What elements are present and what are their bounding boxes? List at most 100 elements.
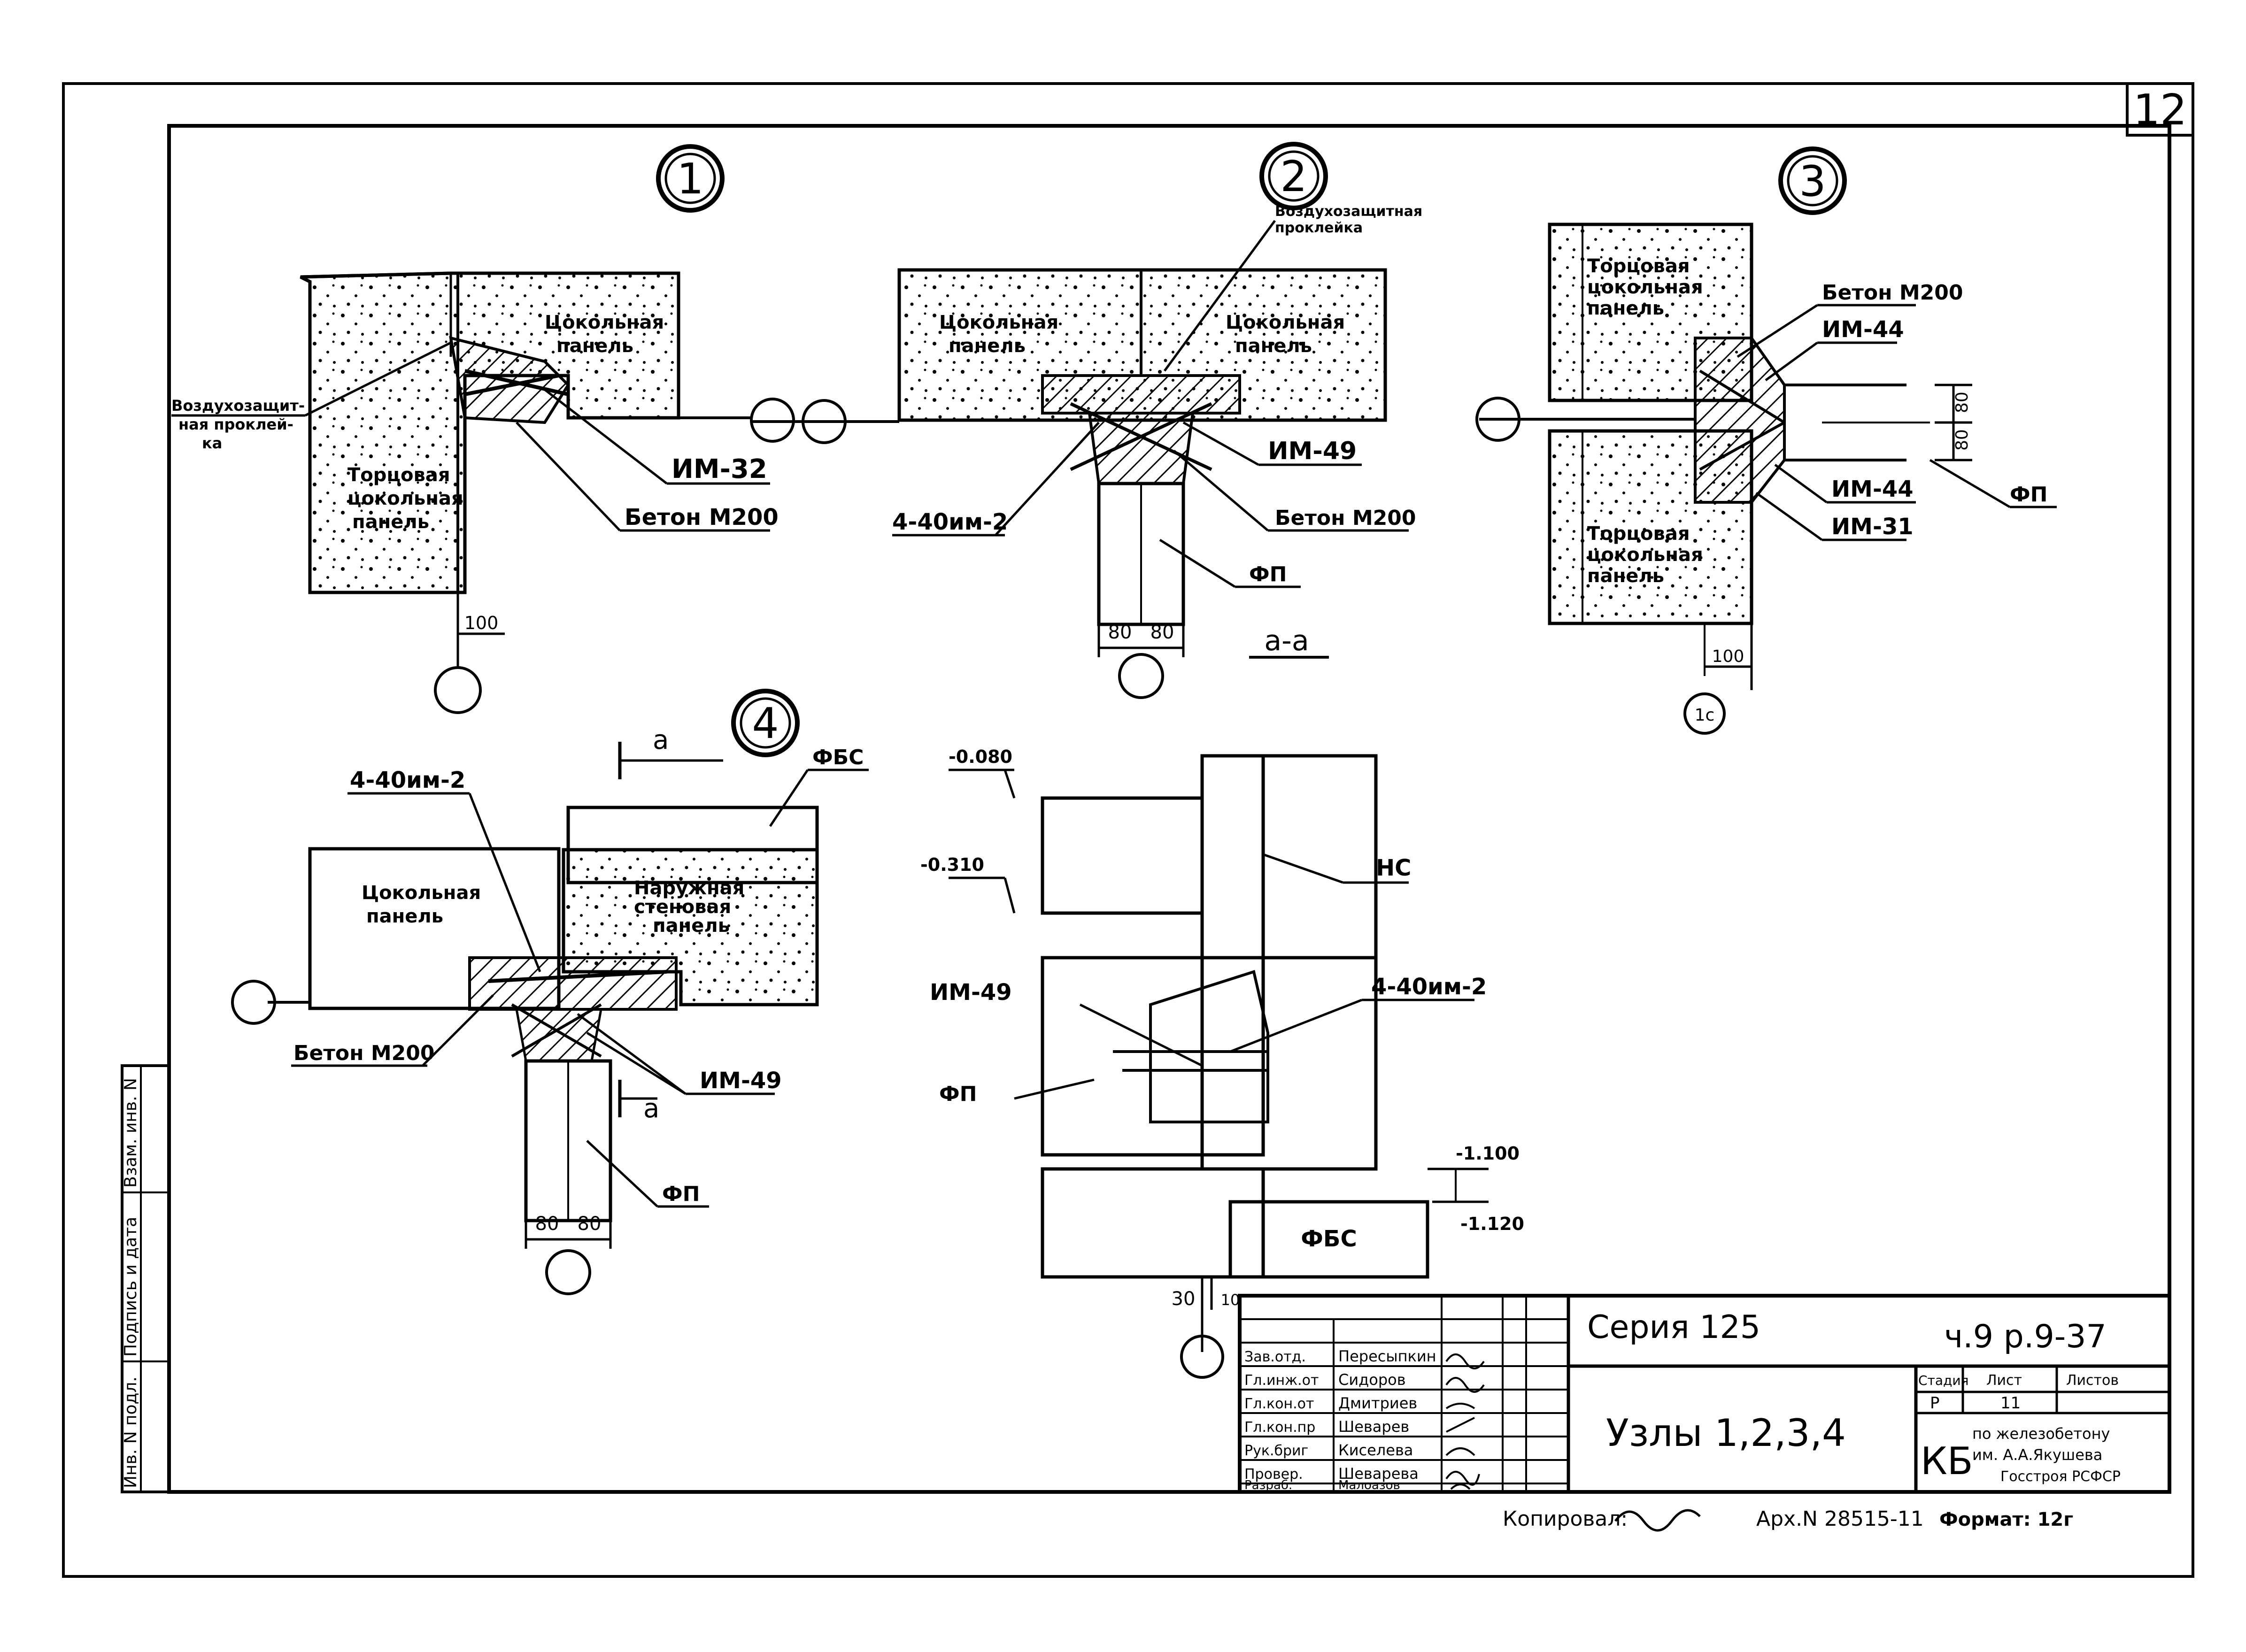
n4-dim-80-left: 80: [535, 1213, 559, 1235]
n3-label-panel-top: панель: [1587, 298, 1664, 319]
sig-role-6: Разраб.: [1244, 1478, 1292, 1492]
n4-axis-marker-left: [231, 980, 276, 1025]
n4-label-naruzh3: панель: [653, 915, 730, 937]
n2-dim-80-left: 80: [1108, 622, 1132, 643]
node-1-detail: 1 Цокольная панель Торцовая цокольная па…: [171, 144, 795, 714]
copied-label: Копировал:: [1503, 1507, 1628, 1531]
n1-label-panel2: панель: [352, 511, 429, 533]
n3-axis-marker-1c: [1683, 692, 1726, 735]
n2-label-panel-left: панель: [949, 335, 1026, 357]
title-stage: Р: [1930, 1394, 1940, 1413]
section-label-ns: НС: [1376, 855, 1411, 881]
section-label-fbs: ФБС: [1301, 1226, 1357, 1252]
sig-role-4: Рук.бриг: [1244, 1443, 1308, 1459]
format-label: Формат: 12г: [1939, 1509, 2073, 1530]
n4-axis-marker-bottom: [545, 1249, 591, 1295]
n3-label-tortsovaya-top: Торцовая: [1587, 255, 1690, 277]
n4-label-naruzh2: стеновая: [634, 896, 731, 918]
copied-signature: [1614, 1509, 1701, 1532]
n1-label-tsokolnaya: цокольная: [347, 488, 463, 509]
n1-label-tsokol: Цокольная: [545, 312, 664, 333]
sig-role-5: Провер.: [1244, 1466, 1303, 1483]
sig-role-3: Гл.кон.пр: [1244, 1419, 1315, 1436]
section-el-0080: -0.080: [949, 746, 1012, 767]
n1-label-tortsovaya: Торцовая: [347, 464, 450, 486]
sig-name-6: Малоазов: [1338, 1478, 1400, 1492]
margin-stamp-inv: Инв. N подл.: [121, 1376, 140, 1488]
n3-axis-marker-left: [1475, 397, 1520, 442]
n4-label-fp: ФП: [662, 1182, 700, 1206]
n4-label-beton: Бетон М200: [293, 1041, 434, 1065]
n1-axis-marker-bottom: [434, 666, 482, 714]
n2-label-beton: Бетон М200: [1275, 506, 1416, 530]
sheet-frame: [62, 82, 2194, 1578]
n2-axis-marker-left-a: [802, 399, 847, 444]
title-org-line2: им. А.А.Якушева: [1972, 1446, 2102, 1464]
n3-label-tsokolnaya-bottom: цокольная: [1587, 544, 1703, 566]
n4-label-im40: 4-40им-2: [350, 767, 465, 793]
n4-label-fbs: ФБС: [812, 745, 864, 769]
sig-name-4: Киселева: [1338, 1441, 1413, 1459]
title-org-line1: по железобетону: [1972, 1425, 2110, 1443]
n2-label-vozd1: Воздухозащитная: [1275, 203, 1422, 220]
n2-axis-marker-bottom: [1118, 653, 1164, 699]
sig-name-0: Пересыпкин: [1338, 1347, 1436, 1365]
section-a-a: [949, 754, 1489, 1352]
title-org-mark: КБ: [1921, 1439, 1973, 1483]
n2-label-fp: ФП: [1249, 562, 1287, 586]
node-4-number: 4: [752, 699, 779, 748]
n3-label-im44-bottom: ИМ-44: [1831, 476, 1914, 502]
node-2-number: 2: [1280, 152, 1307, 201]
n1-label-vozd1: Воздухозащит-: [171, 397, 305, 415]
n2-dim-80-right: 80: [1150, 622, 1174, 643]
n4-label-naruzh1: Наружная: [634, 877, 744, 899]
title-org-line3: Госстроя РСФСР: [2000, 1468, 2121, 1485]
archive-number: Арх.N 28515-11: [1756, 1507, 1924, 1531]
n2-label-im40: 4-40им-2: [892, 509, 1008, 535]
sig-role-0: Зав.отд.: [1244, 1349, 1306, 1365]
n3-axis-1c-label: 1с: [1695, 706, 1715, 725]
title-series: Серия 125: [1587, 1309, 1760, 1346]
title-block: [1238, 1294, 2171, 1494]
n2-label-tsokol-right: Цокольная: [1226, 312, 1345, 333]
n3-dim-80-bottom: 80: [1953, 429, 1972, 451]
n4-label-im49: ИМ-49: [700, 1068, 782, 1094]
n3-label-fp: ФП: [2010, 483, 2047, 507]
n2-label-tsokol-left: Цокольная: [939, 312, 1058, 333]
section-el-0310: -0.310: [920, 854, 984, 875]
title-sheets-head: Листов: [2066, 1372, 2119, 1389]
title-sheet-no: 11: [2000, 1394, 2021, 1413]
sig-name-5: Шеварева: [1338, 1465, 1419, 1483]
section-label-im40: 4-40им-2: [1371, 974, 1487, 1000]
title-nodes: Узлы 1,2,3,4: [1606, 1411, 1846, 1455]
n3-label-beton: Бетон М200: [1822, 281, 1963, 305]
n3-label-im31: ИМ-31: [1831, 514, 1914, 540]
n3-label-panel-bottom: панель: [1587, 565, 1664, 587]
node-1-number: 1: [677, 154, 703, 204]
node-3-detail: 3 Торцовая цокольная панель Торцовая цок…: [1475, 146, 2057, 735]
sig-name-2: Дмитриев: [1338, 1394, 1417, 1412]
n1-label-vozd3: ка: [202, 434, 222, 452]
n1-label-vozd2: ная проклей-: [178, 415, 293, 433]
section-axis-marker: [1180, 1335, 1224, 1379]
margin-stamp-sign: Подпись и дата: [121, 1217, 140, 1357]
n2-label-im49: ИМ-49: [1268, 437, 1357, 465]
signature-table: Зав.отд. Пересыпкин Гл.инж.от Сидоров Гл…: [1244, 1347, 1485, 1492]
n3-dim-100: 100: [1712, 647, 1744, 666]
n4-label-panel: панель: [366, 906, 443, 927]
sig-role-1: Гл.инж.от: [1244, 1372, 1319, 1389]
title-code: ч.9 р.9-37: [1944, 1318, 2107, 1355]
section-dim-30: 30: [1172, 1288, 1196, 1310]
n1-dim-100: 100: [464, 613, 499, 633]
n3-label-tsokolnaya-top: цокольная: [1587, 277, 1703, 298]
title-stage-head: Стадия: [1918, 1373, 1968, 1388]
n1-label-beton: Бетон М200: [625, 504, 779, 530]
n4-label-tsokol: Цокольная: [362, 882, 481, 904]
node-3-number: 3: [1799, 157, 1826, 206]
n4-cut-label-bottom: а: [643, 1093, 659, 1124]
sig-role-2: Гл.кон.от: [1244, 1396, 1314, 1412]
section-label-fp: ФП: [939, 1082, 977, 1106]
n3-label-tortsovaya-bottom: Торцовая: [1587, 523, 1690, 545]
signature-scribbles: [1445, 1353, 1485, 1490]
